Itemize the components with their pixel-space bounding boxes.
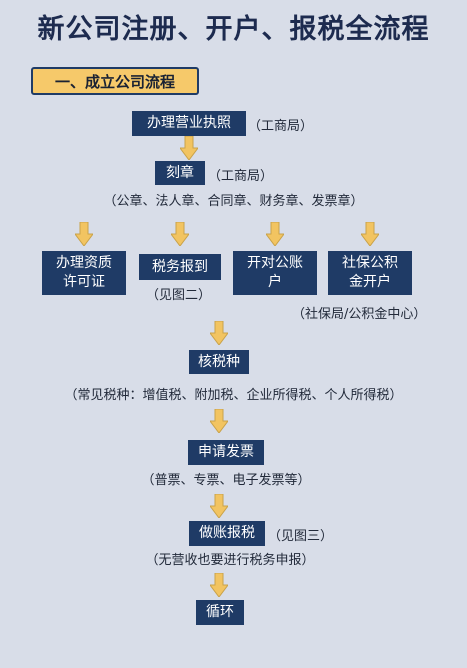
- step-seal: 刻章: [155, 161, 205, 185]
- arrow-down-icon: [361, 222, 379, 246]
- page-title: 新公司注册、开户、报税全流程: [37, 14, 430, 45]
- step-cycle: 循环: [196, 600, 244, 625]
- step-bookkeeping-tax-filing: 做账报税: [189, 521, 265, 546]
- step-qualification-line2: 许可证: [63, 274, 105, 290]
- invoice-note: （普票、专票、电子发票等）: [141, 473, 311, 488]
- step-social-insurance-line1: 社保公积: [342, 255, 398, 271]
- seal-types-note: （公章、法人章、合同章、财务章、发票章）: [103, 194, 364, 209]
- step-business-license-note: （工商局）: [248, 119, 314, 134]
- bookkeeping-note: （见图三）: [268, 529, 334, 544]
- step-qualification-line1: 办理资质: [56, 255, 112, 271]
- step-corporate-account-line2: 户: [268, 274, 282, 290]
- step-business-license: 办理营业执照: [132, 111, 246, 136]
- tax-type-note: （常见税种：增值税、附加税、企业所得税、个人所得税）: [64, 388, 403, 403]
- step-social-insurance-line2: 金开户: [349, 274, 391, 290]
- bookkeeping-note-2: （无营收也要进行税务申报）: [145, 553, 315, 568]
- step-apply-invoice: 申请发票: [188, 440, 264, 465]
- step-social-insurance: 社保公积 金开户: [328, 251, 412, 295]
- arrow-down-icon: [210, 494, 228, 518]
- step-corporate-account: 开对公账 户: [233, 251, 317, 295]
- arrow-down-icon: [266, 222, 284, 246]
- arrow-down-icon: [210, 409, 228, 433]
- arrow-down-icon: [210, 321, 228, 345]
- step-qualification-license: 办理资质 许可证: [42, 251, 126, 295]
- step-tax-type: 核税种: [189, 350, 249, 374]
- arrow-down-icon: [171, 222, 189, 246]
- arrow-down-icon: [75, 222, 93, 246]
- step-social-insurance-note: （社保局/公积金中心）: [292, 307, 427, 322]
- arrow-down-icon: [210, 573, 228, 597]
- section-heading: 一、成立公司流程: [31, 67, 199, 95]
- step-tax-registration: 税务报到: [139, 254, 221, 280]
- step-corporate-account-line1: 开对公账: [247, 255, 303, 271]
- arrow-down-icon: [180, 136, 198, 160]
- step-tax-registration-note: （见图二）: [146, 288, 212, 303]
- step-seal-note: （工商局）: [208, 169, 274, 184]
